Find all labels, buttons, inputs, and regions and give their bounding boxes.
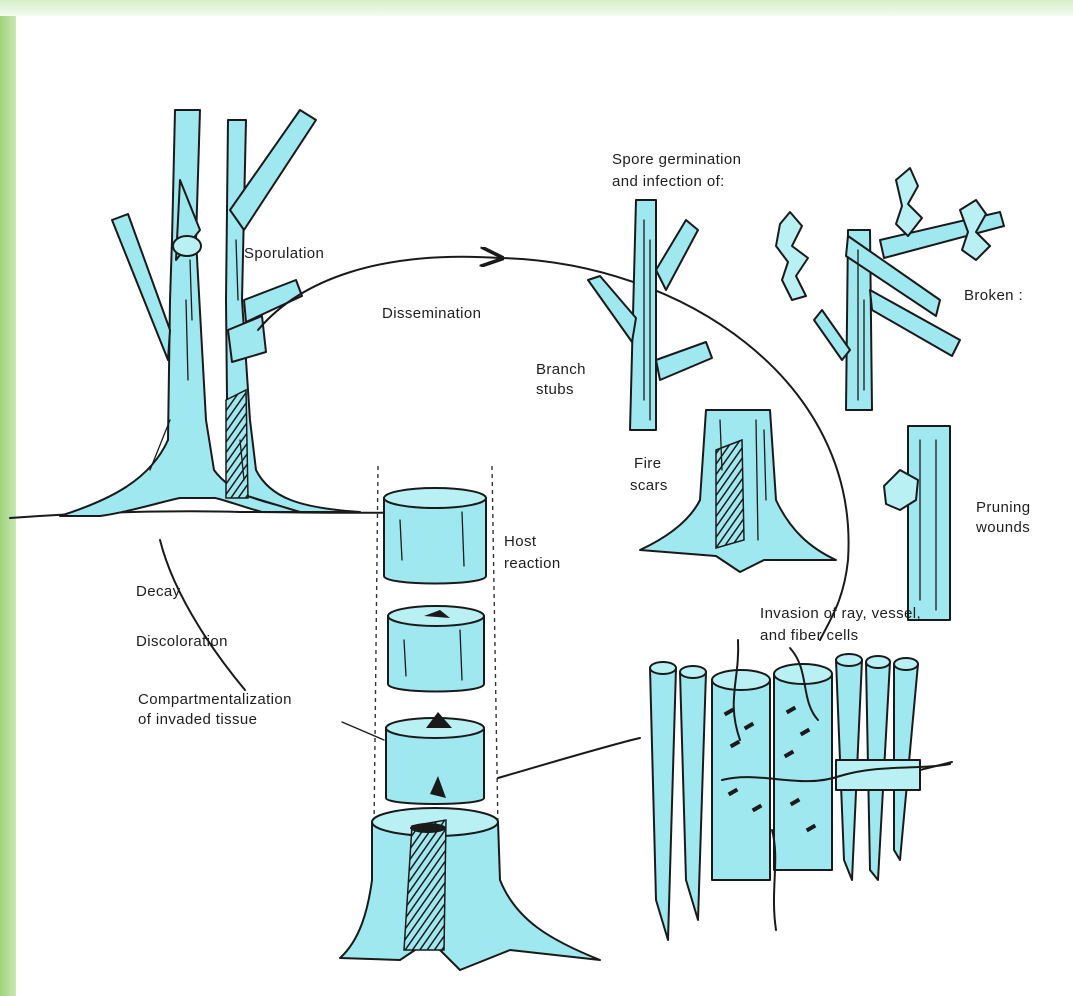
label-broken: Broken :: [964, 287, 1023, 304]
label-infection-of: and infection of:: [612, 173, 725, 190]
label-dissemination: Dissemination: [382, 305, 481, 322]
sporulating-tree: [60, 110, 360, 516]
label-stubs: stubs: [536, 381, 574, 398]
decay-arc: [160, 540, 245, 690]
label-invaded-tissue: of invaded tissue: [138, 711, 257, 728]
label-host: Host: [504, 533, 537, 550]
cell-bundle: [650, 640, 952, 940]
label-decay: Decay: [136, 583, 181, 600]
label-fire: Fire: [634, 455, 661, 472]
label-compartmentalization: Compartmentalization: [138, 691, 292, 708]
label-scars: scars: [630, 477, 668, 494]
label-discoloration: Discoloration: [136, 633, 228, 650]
cycle-arc: [500, 258, 849, 640]
label-invasion: Invasion of ray, vessel,: [760, 605, 921, 622]
label-sporulation: Sporulation: [244, 245, 324, 262]
fire-scars-stump: [640, 410, 836, 572]
label-branch: Branch: [536, 361, 586, 378]
label-pruning: Pruning: [976, 499, 1031, 516]
label-reaction: reaction: [504, 555, 561, 572]
branch-stubs-tree: [588, 200, 712, 430]
wood-section-stack: [340, 466, 600, 970]
pruning-wounds-post: [884, 426, 950, 620]
label-wounds: wounds: [975, 519, 1030, 536]
label-spore-germination: Spore germination: [612, 151, 741, 168]
cells-connector: [498, 738, 640, 778]
compart-leader: [342, 722, 384, 740]
label-cell-types: and fiber cells: [760, 627, 859, 644]
